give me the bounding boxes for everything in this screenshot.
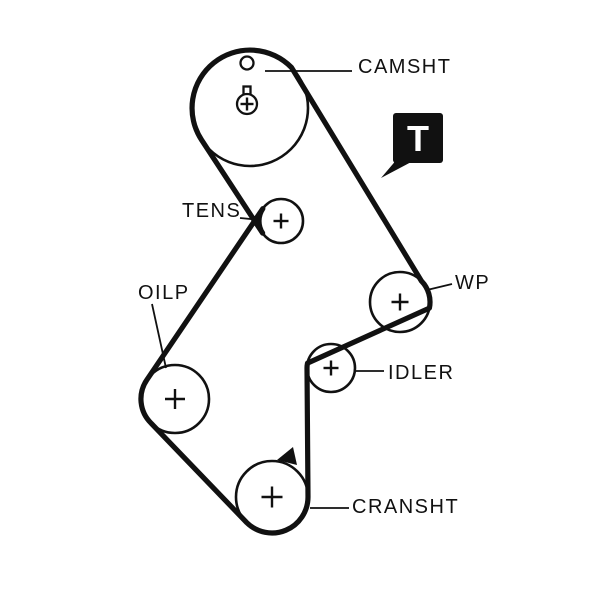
label-camshaft: CAMSHT: [358, 56, 451, 78]
label-oil-pump: OILP: [138, 282, 190, 304]
leader-line-water-pump: [426, 283, 453, 291]
rotation-arrow-icon: [277, 447, 297, 465]
camshaft-pin-hole-icon: [239, 55, 255, 71]
crosshair-mark: [273, 213, 289, 229]
badge-box: [393, 113, 443, 163]
crosshair-mark: [240, 97, 254, 111]
leader-line-oil-pump: [151, 303, 167, 369]
crosshair-mark: [323, 360, 339, 376]
timing-belt: [138, 47, 433, 536]
pulley-camshaft: [190, 48, 310, 168]
label-idler: IDLER: [388, 362, 454, 384]
label-water-pump: WP: [455, 272, 490, 294]
label-crankshaft: CRANSHT: [352, 496, 459, 518]
crosshair-mark: [165, 389, 185, 409]
timing-mark-letter: T: [407, 118, 429, 159]
crosshair-mark: [261, 486, 283, 508]
pulley-tensioner: [257, 197, 305, 245]
label-tensioner: TENS: [182, 200, 241, 222]
crosshair-mark: [391, 293, 409, 311]
leader-line-tensioner: [239, 217, 262, 221]
timing-mark-badge: T: [381, 113, 443, 178]
